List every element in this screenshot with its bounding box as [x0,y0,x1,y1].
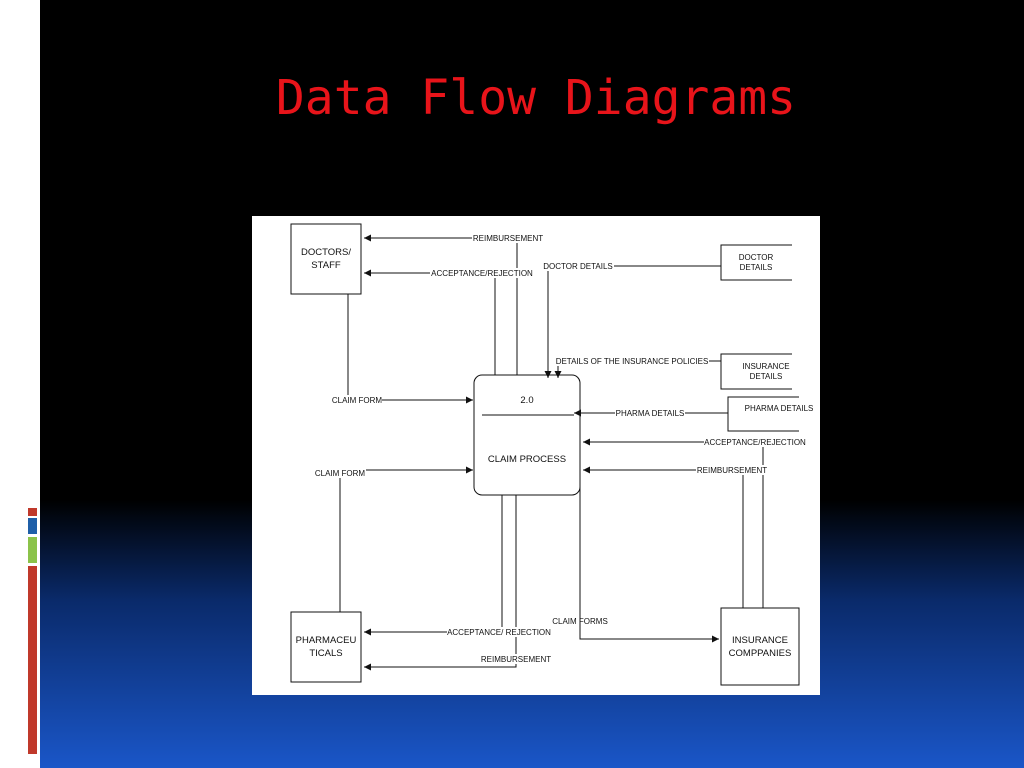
store-insurance-line2: DETAILS [750,372,783,381]
store-doctor-line1: DOCTOR [739,253,774,262]
entity-doctors-line1: DOCTORS/ [301,247,351,258]
flow-label-claim-forms-insurance: CLAIM FORMS [552,617,608,626]
flow-label-acceptance-top: ACCEPTANCE/REJECTION [431,269,533,278]
flow-reimbursement-bottom [364,495,517,671]
flow-label-doctor-details: DOCTOR DETAILS [543,262,613,271]
store-pharma-label: PHARMA DETAILS [745,404,814,413]
store-insurance-details-box [720,353,792,390]
slide-title: Data Flow Diagrams [275,70,797,126]
entity-insurance-companies-box [720,607,800,686]
store-pharma-details-box [727,396,799,432]
flow-claim-forms-insurance [579,456,719,643]
flow-acceptance-rejection-top [364,269,496,375]
data-flow-diagram: DOCTORS/ STAFF PHARMACEU TICALS INSURANC… [252,216,820,695]
store-insurance-line1: INSURANCE [742,362,789,371]
flow-reimbursement-top [364,234,518,375]
flow-acceptance-rejection-bottom [364,495,503,636]
flow-label-acceptance-bottom: ACCEPTANCE/ REJECTION [447,628,551,637]
entity-doctors-line2: STAFF [311,260,341,271]
decor-bar-blue [28,518,37,534]
entity-insurance-line1: INSURANCE [732,635,788,646]
store-doctor-details-box [720,244,792,281]
entity-doctors-staff-box [290,223,362,295]
process-number: 2.0 [520,395,533,406]
decor-bar-red-long [28,566,37,754]
entity-pharmaceuticals-box [290,611,362,683]
store-doctor-line2: DETAILS [740,263,773,272]
decor-bar-green [28,537,37,563]
flow-label-reimbursement-bottom: REIMBURSEMENT [481,655,551,664]
flow-label-claim-form-doctors: CLAIM FORM [332,396,383,405]
decor-bar-red [28,508,37,516]
flow-label-acceptance-right: ACCEPTANCE/REJECTION [704,438,806,447]
flow-label-claim-form-pharma: CLAIM FORM [315,469,366,478]
flow-reimbursement-right [583,466,744,608]
entity-pharma-line2: TICALS [309,648,342,659]
flow-claim-form-pharma [339,466,473,612]
entity-insurance-line2: COMPPANIES [729,648,792,659]
flow-label-reimbursement-top: REIMBURSEMENT [473,234,543,243]
flow-label-reimbursement-right: REIMBURSEMENT [697,466,767,475]
diagram-canvas: DOCTORS/ STAFF PHARMACEU TICALS INSURANC… [290,223,814,686]
entity-pharma-line1: PHARMACEU [296,635,357,646]
flow-claim-form-doctors [347,294,473,404]
process-name: CLAIM PROCESS [488,454,566,465]
process-claim-box [473,374,581,496]
flow-label-pharma-details: PHARMA DETAILS [616,409,685,418]
flow-label-insurance-policies: DETAILS OF THE INSURANCE POLICIES [556,357,709,366]
